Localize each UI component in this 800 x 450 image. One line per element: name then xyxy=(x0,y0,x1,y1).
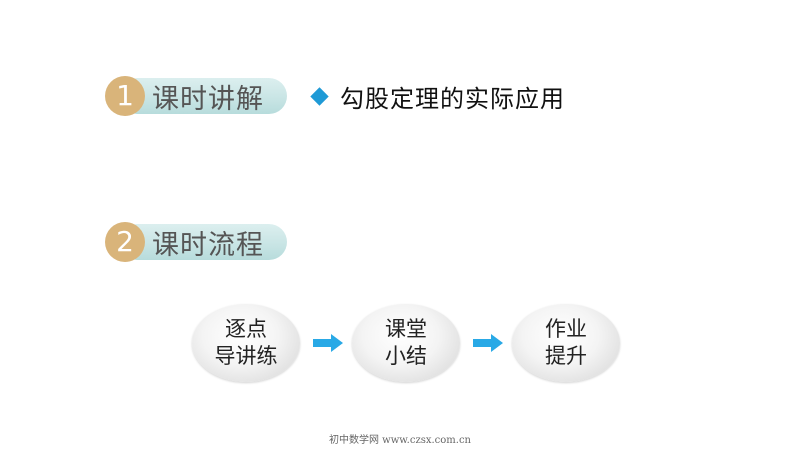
flow-step-2[interactable]: 课堂 小结 xyxy=(352,304,460,382)
topic-text: 勾股定理的实际应用 xyxy=(340,84,565,113)
diamond-icon xyxy=(310,86,329,106)
section-title: 课时讲解 xyxy=(152,83,264,115)
section-pill-background xyxy=(119,78,287,114)
flow-step-1[interactable]: 逐点 导讲练 xyxy=(192,304,300,382)
footer-watermark: 初中数学网 www.czsx.com.cn xyxy=(329,435,471,446)
flow-step-label-line1: 逐点 xyxy=(225,317,267,341)
section-header-2: 2 课时流程 xyxy=(105,222,287,262)
section-number-badge: 2 xyxy=(105,222,145,262)
flow-step-3[interactable]: 作业 提升 xyxy=(512,304,620,382)
flow-step-label-line2: 导讲练 xyxy=(214,344,278,368)
section-title: 课时流程 xyxy=(152,229,264,261)
flow-step-label-line2: 小结 xyxy=(385,344,427,368)
section-pill-background xyxy=(119,224,287,260)
flow-step-label-line1: 课堂 xyxy=(385,317,427,341)
flow-step-label-line2: 提升 xyxy=(545,344,587,368)
flow-step-label-line1: 作业 xyxy=(545,317,587,341)
section-header-1: 1 课时讲解 xyxy=(105,76,287,116)
topic-line: 勾股定理的实际应用 xyxy=(309,78,565,114)
section-number-badge: 1 xyxy=(105,76,145,116)
right-arrow-icon xyxy=(473,334,503,352)
right-arrow-icon xyxy=(313,334,343,352)
